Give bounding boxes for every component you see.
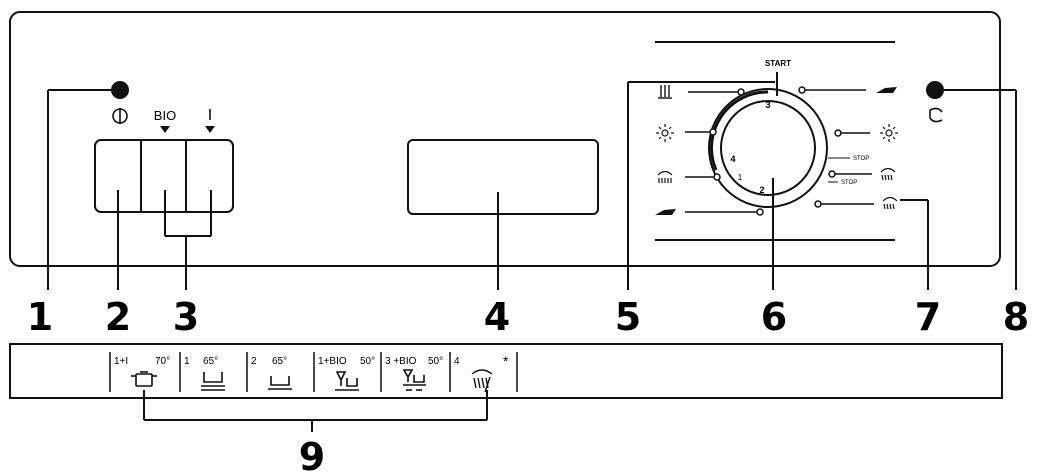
program-temp-5: 50° [428,356,443,367]
callout-8: 8 [1003,295,1029,339]
power-icon [112,108,128,124]
callout-6: 6 [761,295,787,339]
callout-5: 5 [615,295,641,339]
display-window [407,139,599,215]
program-code-6: 4 [454,356,460,367]
dish-icon [268,376,292,390]
glass-icon [335,371,359,391]
callout-2: 2 [105,295,131,339]
shower-icon [882,196,898,210]
program-temp-2: 65° [203,356,218,367]
callout-1: 1 [27,295,53,339]
iron-icon [655,209,676,215]
program-strip [9,343,1003,399]
stop-label-upper: STOP [853,156,869,162]
dial-mark-1: 1 [738,173,743,182]
dial-mark-4: 4 [730,154,735,164]
shower-icon [471,369,493,393]
shower-icon [657,170,673,183]
program-code-3: 2 [251,356,257,367]
indicator-dot-8 [926,81,944,99]
arrow-down-icon [205,126,215,133]
right-program-lines [798,86,874,208]
one-label: I [208,107,212,124]
program-code-1: 1+I [114,356,128,367]
callout-4: 4 [484,295,510,339]
radiator-icon [658,85,672,99]
stop-label-lower: STOP [841,180,857,186]
shower-icon [880,167,896,181]
dial-mark-3: 3 [765,100,770,110]
arrow-down-icon [160,126,170,133]
iron-icon [876,87,897,93]
tumble-icon [929,107,943,123]
dial-outer-ring [708,88,828,208]
control-panel-outline [9,11,1001,267]
power-indicator-dot [111,81,129,99]
dial-arc [710,90,769,171]
start-label: START [765,59,791,68]
program-star: * [503,353,509,369]
dial-mark-2: 2 [759,185,764,195]
callout-3: 3 [173,295,199,339]
dish-icon [201,372,225,391]
program-code-4: 1+BIO [318,356,347,367]
left-program-lines [685,88,764,216]
program-temp-3: 65° [272,356,287,367]
program-temp-1: 70° [155,356,170,367]
glass-icon [402,369,426,391]
strip-dividers [109,352,518,392]
callout-9: 9 [299,435,325,476]
bio-label: BIO [154,108,176,123]
sun-icon [656,124,674,142]
program-code-5: 3 +BIO [385,356,417,367]
pot-icon [131,371,157,387]
callout-7: 7 [915,295,941,339]
sun-icon [880,124,898,142]
program-dial[interactable] [720,100,816,196]
program-code-2: 1 [184,356,190,367]
program-temp-4: 50° [360,356,375,367]
